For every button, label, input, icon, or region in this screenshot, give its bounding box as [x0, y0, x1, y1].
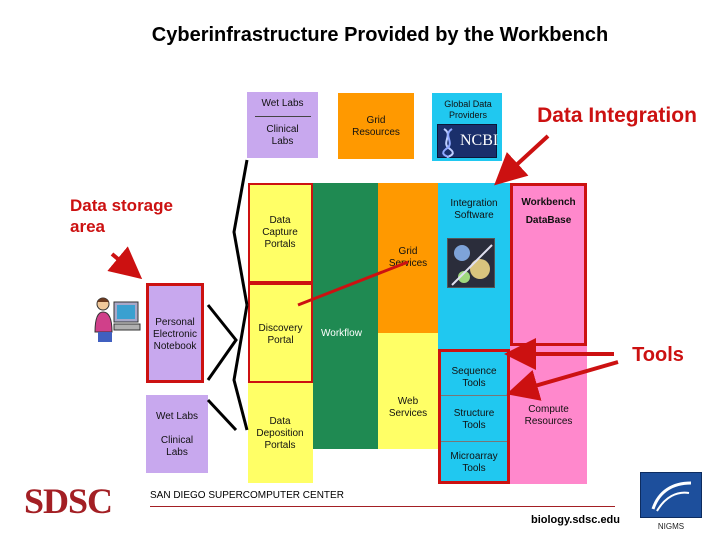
- top-wet-labs-label: Wet Labs: [261, 98, 304, 109]
- integration-software-label: Integration Software: [450, 198, 498, 221]
- sdsc-logo: SDSC: [24, 481, 113, 521]
- bottom-clinical-labs-label: Clinical Labs: [160, 435, 194, 458]
- web-services-label: Web Services: [388, 396, 428, 419]
- person-computer-icon: [94, 297, 141, 342]
- nigms-swirl-icon: [651, 481, 692, 512]
- compute-resources-label: Compute Resources: [524, 404, 573, 427]
- microarray-tools-label: Microarray Tools: [450, 451, 498, 474]
- workbench-label: Workbench: [521, 197, 576, 208]
- discovery-portal-label: Discovery Portal: [258, 323, 303, 346]
- grid-resources-label: Grid Resources: [352, 115, 400, 138]
- bottom-labs-box: [146, 395, 208, 473]
- ncbi-text: NCBI: [460, 132, 499, 149]
- microscopy-image-icon: [451, 244, 493, 286]
- bracket-top: [232, 159, 249, 306]
- tools-divider-2: [441, 441, 507, 442]
- web-services-area: [378, 333, 438, 449]
- footer-center-name: SAN DIEGO SUPERCOMPUTER CENTER: [150, 490, 344, 501]
- tools-divider-1: [441, 395, 507, 396]
- personal-notebook-box: [146, 283, 204, 383]
- sequence-tools-label: Sequence Tools: [451, 366, 497, 389]
- discovery-portal-box: [248, 283, 313, 383]
- data-capture-portals-box: [248, 183, 313, 283]
- grid-resources-box: [338, 93, 414, 159]
- integration-image: [447, 238, 495, 288]
- page-title: Cyberinfrastructure Provided by the Work…: [151, 24, 609, 46]
- footer-rule: [150, 506, 615, 507]
- personal-notebook-label: Personal Electronic Notebook: [153, 317, 197, 352]
- database-label: DataBase: [525, 215, 572, 226]
- bracket-bottom: [232, 304, 249, 431]
- workflow-label: Workflow: [321, 328, 362, 339]
- nigms-label: NIGMS: [657, 522, 685, 531]
- lower-cyan-area: [438, 333, 510, 349]
- workflow-line: [297, 260, 409, 307]
- top-clinical-labs-label: Clinical Labs: [266, 124, 299, 147]
- tools-arrow-2: [506, 360, 619, 401]
- data-integration-callout: Data Integration: [537, 104, 697, 127]
- bottom-wet-labs-label: Wet Labs: [155, 411, 199, 422]
- grid-services-area: [378, 183, 438, 333]
- data-deposition-portals-label: Data Deposition Portals: [256, 416, 304, 451]
- tools-group-box: [438, 349, 510, 484]
- data-capture-portals-label: Data Capture Portals: [262, 215, 298, 250]
- nigms-logo: [640, 472, 702, 518]
- structure-tools-label: Structure Tools: [453, 408, 495, 431]
- data-storage-arrow: [107, 246, 143, 280]
- bracket-left-2: [206, 398, 238, 432]
- ncbi-logo: NCBI: [437, 124, 499, 158]
- data-integration-arrow: [494, 134, 550, 186]
- dna-helix-icon: [442, 128, 454, 158]
- data-storage-callout: Data storage area: [70, 196, 173, 236]
- workbench-database-box: [510, 183, 587, 346]
- bracket-left: [206, 304, 238, 381]
- data-deposition-portals-box: [248, 383, 313, 483]
- top-labs-divider: [255, 116, 311, 117]
- global-data-label: Global Data Providers: [444, 99, 492, 120]
- green-column: [313, 183, 378, 449]
- tools-callout: Tools: [632, 344, 684, 366]
- top-labs-box: [247, 92, 318, 158]
- footer-url: biology.sdsc.edu: [530, 514, 620, 526]
